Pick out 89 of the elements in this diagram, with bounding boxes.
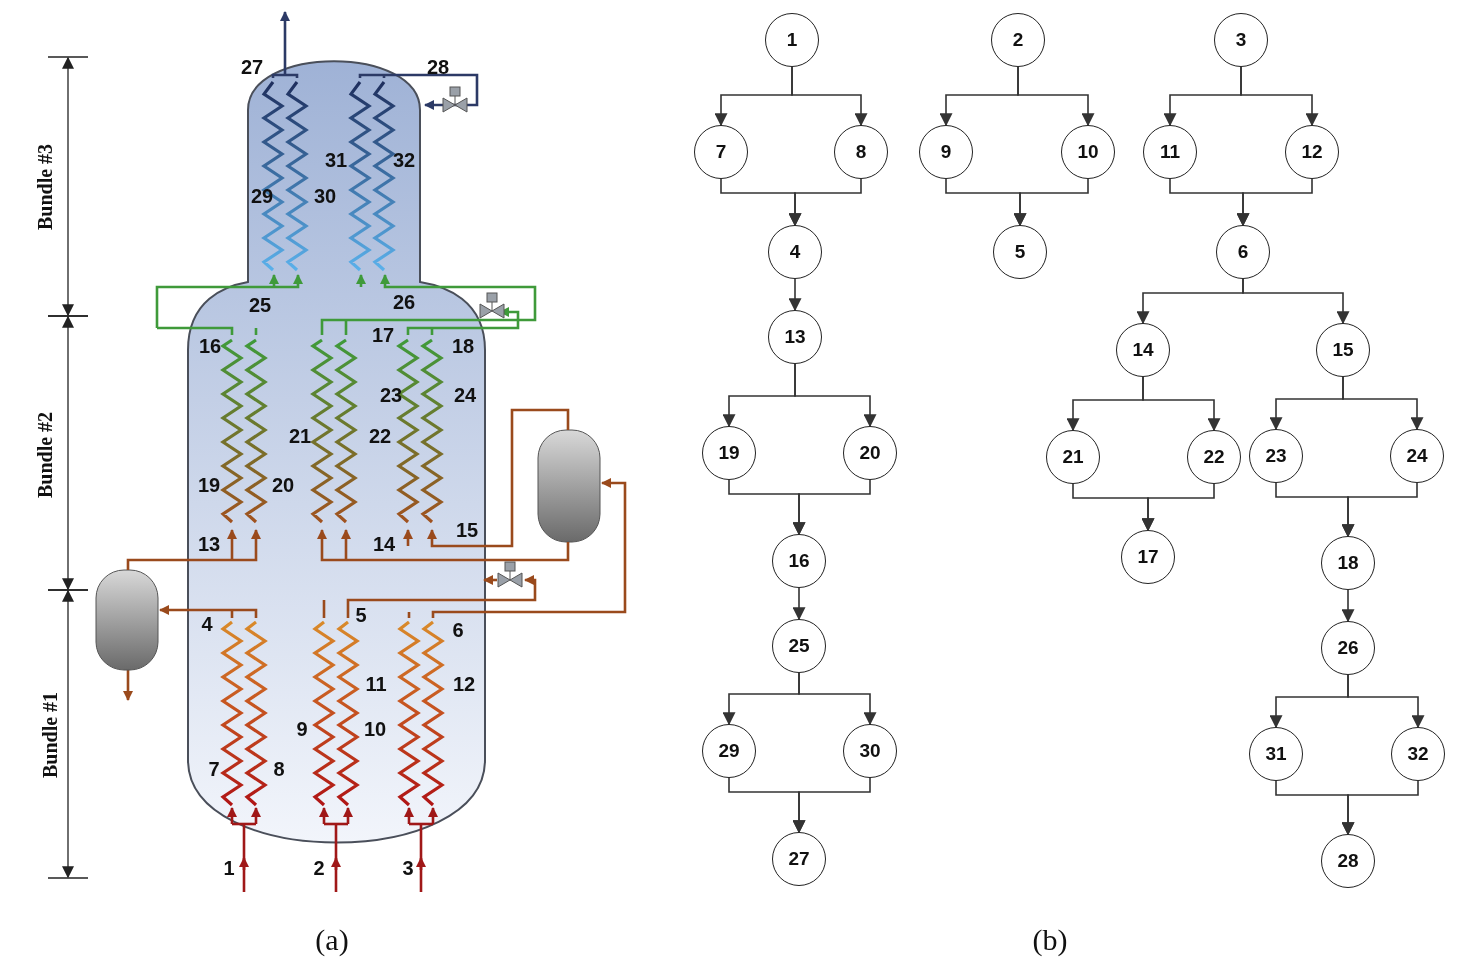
arrow	[792, 479, 871, 536]
stream-number: 4	[201, 614, 213, 634]
stream-number: 12	[452, 674, 476, 694]
stream-number: 27	[240, 57, 264, 77]
stream-number: 29	[250, 186, 274, 206]
node-circle: 4	[768, 225, 822, 279]
node-circle: 16	[772, 534, 826, 588]
dimension-label: Bundle #1	[38, 691, 62, 779]
stream-number: 7	[208, 759, 220, 779]
stream-number: 21	[288, 426, 312, 446]
node-circle: 19	[702, 426, 756, 480]
node-circle: 23	[1249, 429, 1303, 483]
node-circle: 21	[1046, 430, 1100, 484]
node-circle: 5	[993, 225, 1047, 279]
node-circle: 28	[1321, 834, 1375, 888]
stream-number: 23	[379, 385, 403, 405]
node-circle: 24	[1390, 429, 1444, 483]
node-circle: 31	[1249, 727, 1303, 781]
node-circle: 10	[1061, 125, 1115, 179]
stream-number: 32	[392, 150, 416, 170]
node-circle: 14	[1116, 323, 1170, 377]
node-circle: 22	[1187, 430, 1241, 484]
arrow	[1240, 66, 1319, 127]
arrow	[1141, 483, 1215, 532]
node-circle: 2	[991, 13, 1045, 67]
arrow	[791, 66, 868, 127]
node-circle: 25	[772, 619, 826, 673]
arrow	[1341, 589, 1355, 623]
node-circle: 30	[843, 724, 897, 778]
arrow	[792, 587, 806, 621]
arrow	[1341, 482, 1418, 538]
arrow	[792, 777, 871, 834]
node-circle: 6	[1216, 225, 1270, 279]
stream-number: 22	[368, 426, 392, 446]
arrow	[1342, 376, 1424, 431]
arrow	[1142, 376, 1221, 432]
node-circle: 27	[772, 832, 826, 886]
stream-number: 31	[324, 150, 348, 170]
stream-number: 24	[453, 385, 477, 405]
stream-number: 17	[371, 325, 395, 345]
arrow	[1341, 780, 1419, 836]
node-circle: 9	[919, 125, 973, 179]
panel-label: (a)	[315, 923, 349, 957]
stream-number: 2	[313, 858, 325, 878]
node-circle: 8	[834, 125, 888, 179]
arrow	[794, 363, 877, 428]
node-circle: 32	[1391, 727, 1445, 781]
node-circle: 26	[1321, 621, 1375, 675]
arrow	[1347, 674, 1425, 729]
stream-number: 15	[455, 520, 479, 540]
stream-number: 16	[198, 336, 222, 356]
stream-number: 26	[392, 292, 416, 312]
stream-number: 8	[273, 759, 285, 779]
node-circle: 18	[1321, 536, 1375, 590]
node-circle: 13	[768, 310, 822, 364]
stream-number: 1	[223, 858, 235, 878]
arrow	[1017, 66, 1095, 127]
stream-number: 14	[372, 534, 396, 554]
arrow	[788, 178, 862, 227]
arrow	[788, 278, 802, 312]
node-circle: 7	[694, 125, 748, 179]
dimension-label: Bundle #3	[33, 143, 57, 231]
stream-number: 30	[313, 186, 337, 206]
node-circle: 29	[702, 724, 756, 778]
node-circle: 11	[1143, 125, 1197, 179]
stream-number: 13	[197, 534, 221, 554]
panel-label: (b)	[1032, 923, 1068, 957]
stream-number: 10	[363, 719, 387, 739]
node-circle: 12	[1285, 125, 1339, 179]
node-circle: 1	[765, 13, 819, 67]
arrow	[1236, 178, 1313, 227]
arrow	[1242, 278, 1350, 325]
node-circle: 3	[1214, 13, 1268, 67]
stream-number: 18	[451, 336, 475, 356]
node-circle: 20	[843, 426, 897, 480]
node-circle: 15	[1316, 323, 1370, 377]
stream-number: 20	[271, 475, 295, 495]
arrow	[798, 672, 877, 726]
arrow	[1013, 178, 1089, 227]
stream-number: 19	[197, 475, 221, 495]
stream-number: 6	[452, 620, 464, 640]
stream-number: 28	[426, 57, 450, 77]
stream-number: 9	[296, 719, 308, 739]
stream-number: 25	[248, 295, 272, 315]
node-circle: 17	[1121, 530, 1175, 584]
stream-number: 11	[365, 674, 387, 694]
dimension-label: Bundle #2	[33, 411, 57, 499]
stream-number: 5	[355, 605, 367, 625]
stream-number: 3	[402, 858, 414, 878]
